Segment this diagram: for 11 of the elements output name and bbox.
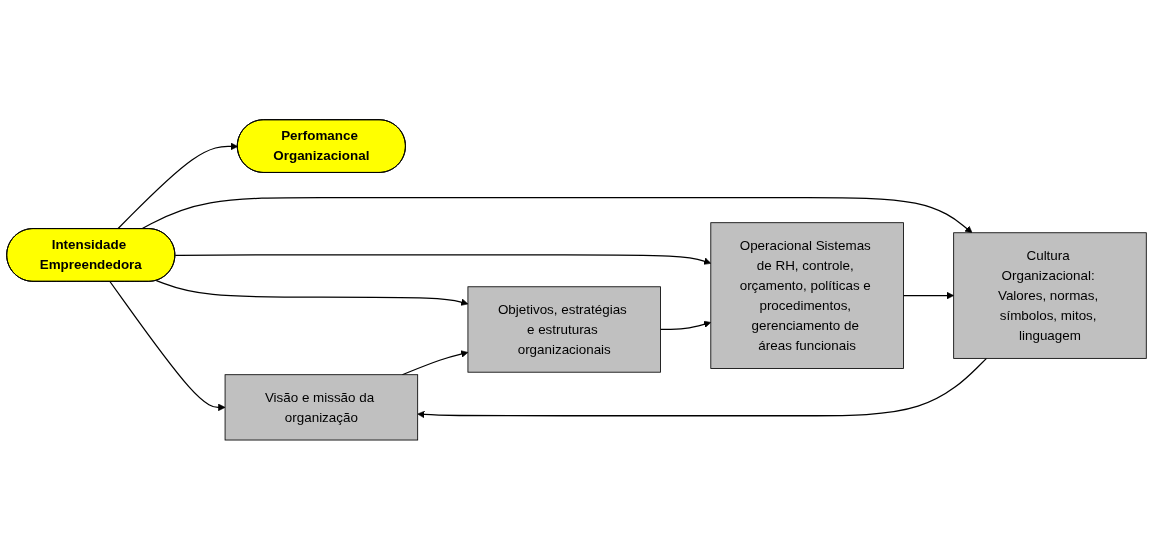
arrow [174, 253, 712, 265]
arrow [117, 142, 239, 230]
arrow [155, 279, 469, 306]
arrow [417, 357, 988, 418]
node-box: Visão e missão da organização [224, 373, 419, 441]
node-box: Cultura Organizacional: Valores, normas, símbolos, mitos, linguagem [953, 231, 1147, 359]
arrow [902, 291, 954, 299]
node-box: Objetivos, estratégias e estruturas organizacionais [467, 285, 661, 373]
arrow [109, 280, 226, 411]
node-box: Operacional Sistemas de RH, controle, orçamento, políticas e procedimentos, gerenciamento de áreas funcionais [710, 221, 904, 369]
arrow [659, 320, 712, 330]
